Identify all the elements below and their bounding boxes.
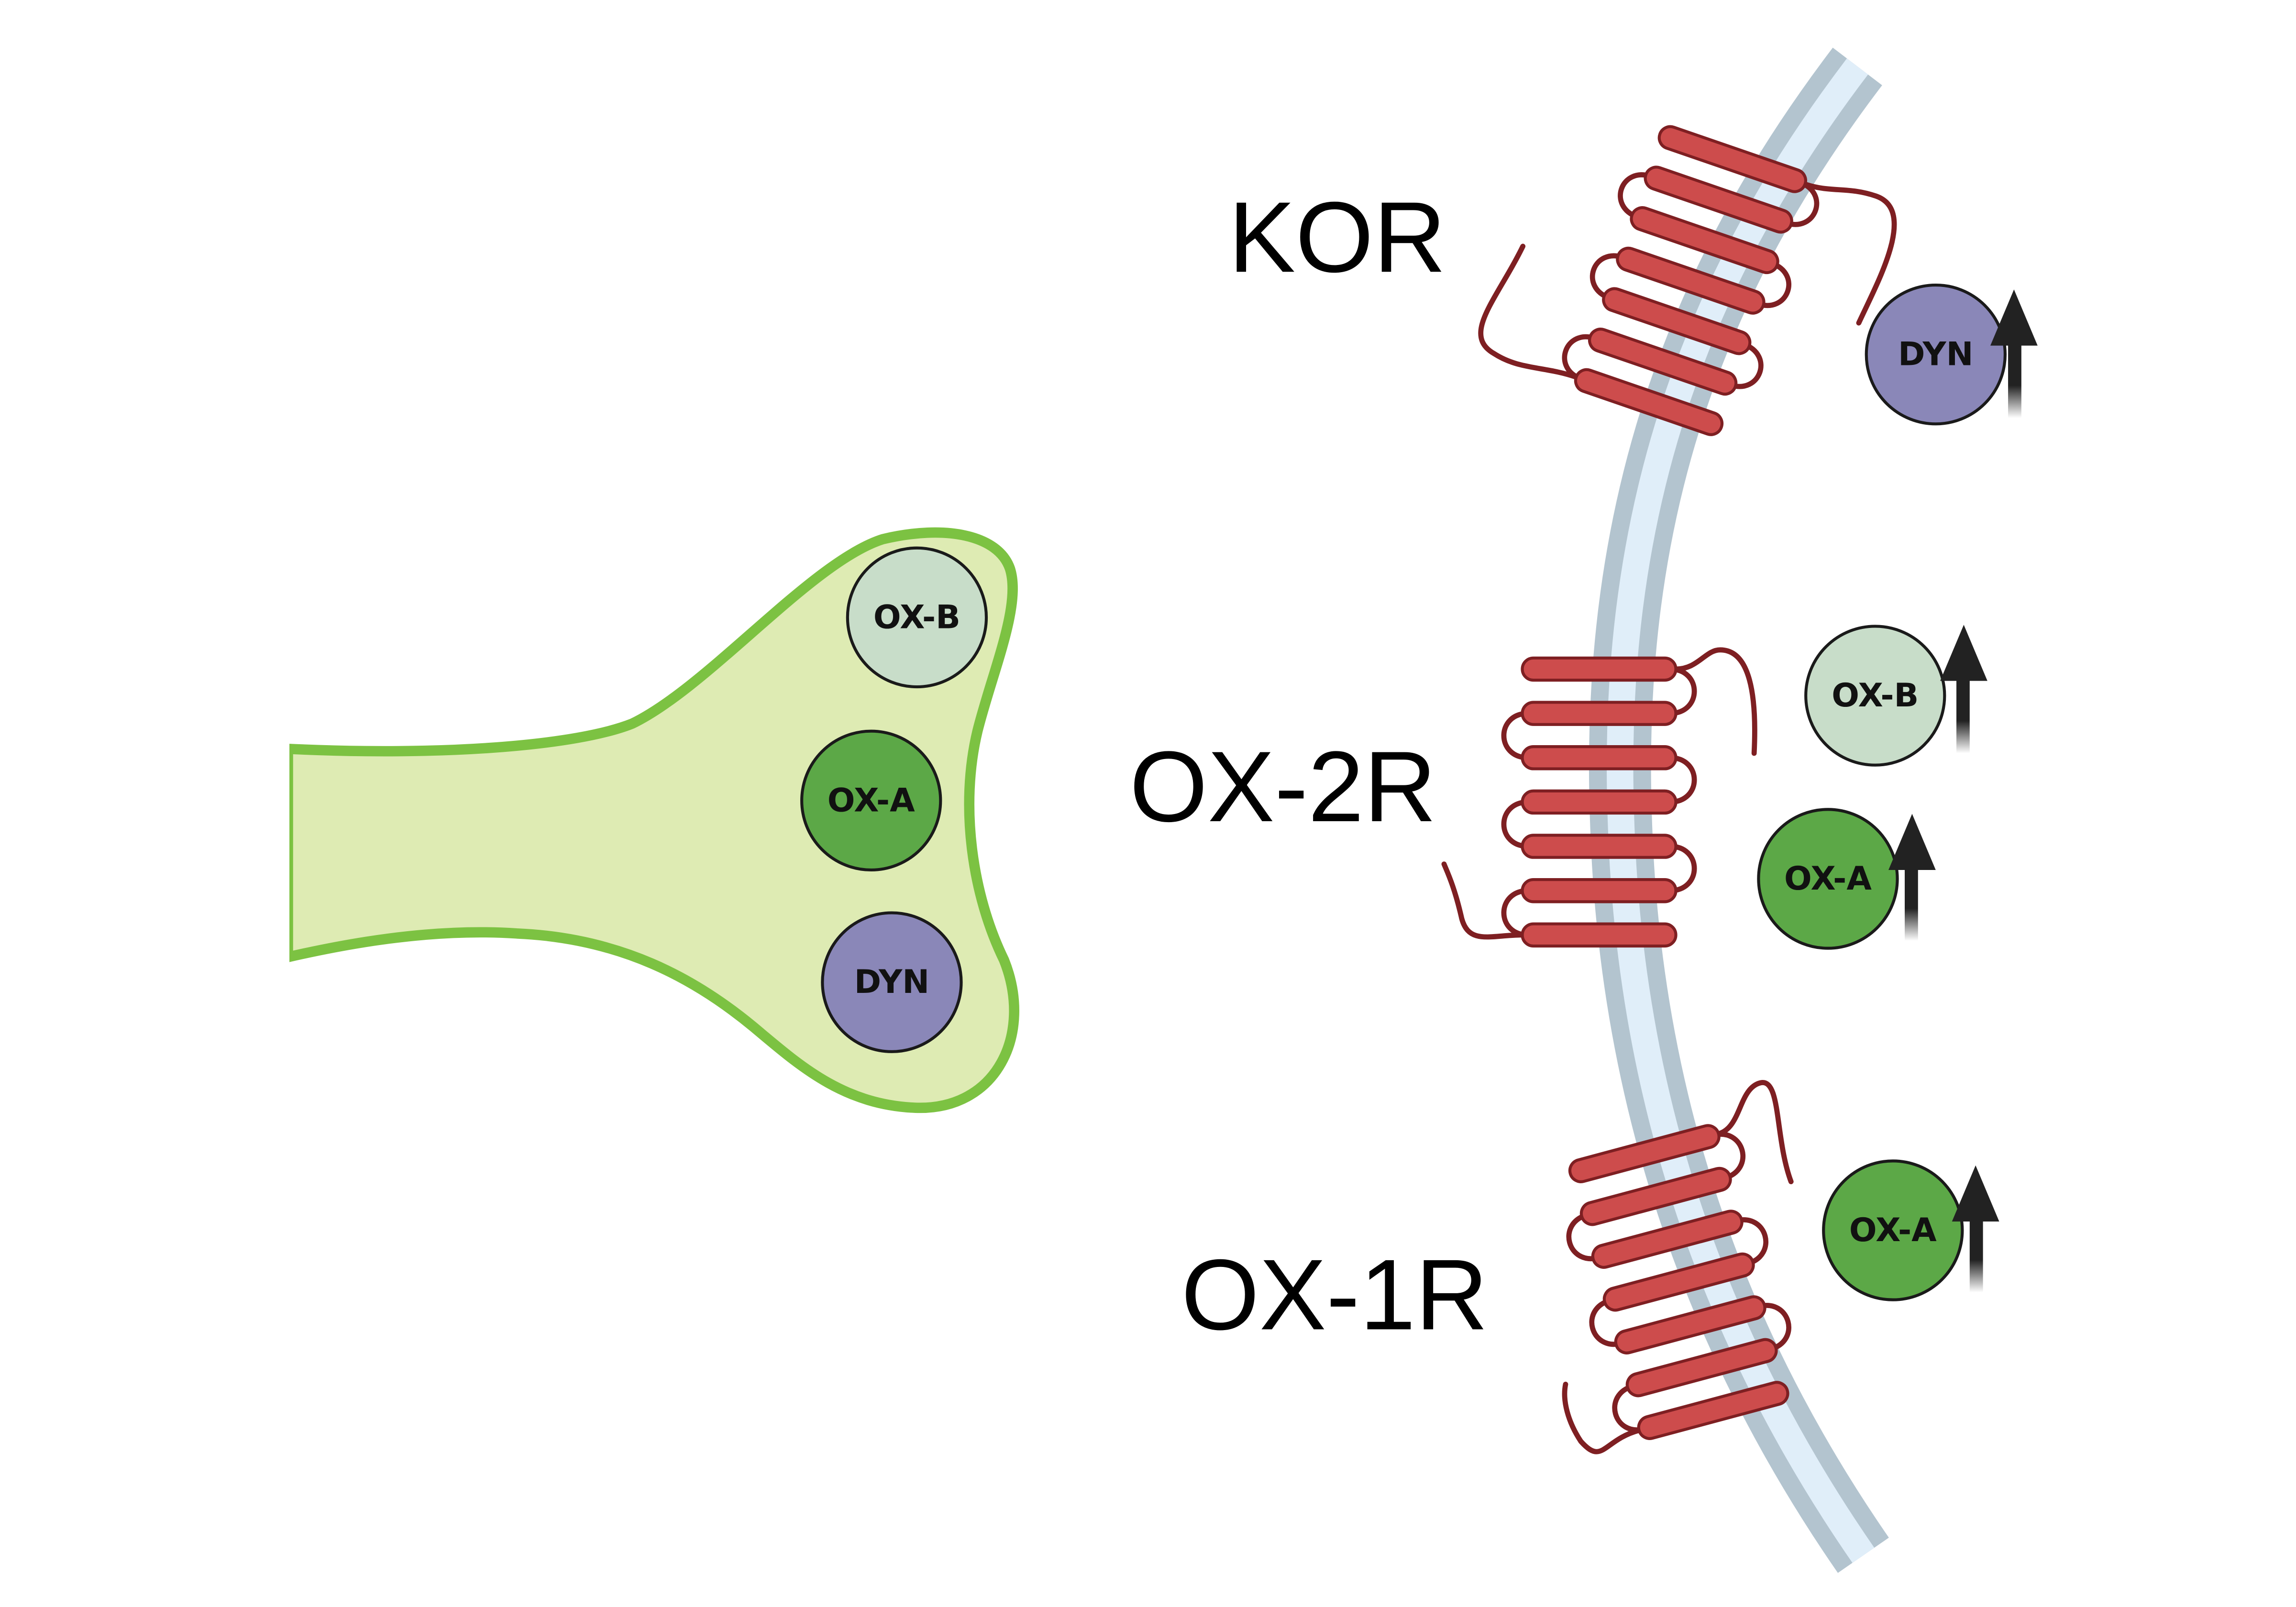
- vesicle-oxb-label: OX-B: [873, 598, 960, 636]
- receptor-loop: [1589, 1298, 1624, 1347]
- released-dyn: DYN: [1865, 283, 2038, 426]
- transmembrane-helix: [1521, 922, 1678, 948]
- released-oxa-ox1r: OX-A: [1822, 1159, 1999, 1301]
- released-oxb: OX-B: [1804, 625, 1987, 767]
- vesicle-dyn-label: DYN: [854, 963, 929, 1001]
- transmembrane-helix: [1521, 789, 1678, 815]
- vesicle-oxa-label: OX-A: [828, 781, 915, 819]
- ox1r-label: OX-1R: [1181, 1239, 1488, 1351]
- transmembrane-helix: [1614, 1295, 1766, 1354]
- transmembrane-helix: [1602, 287, 1752, 355]
- transmembrane-helix: [1625, 1338, 1778, 1398]
- ox2r-label: OX-2R: [1129, 731, 1436, 843]
- transmembrane-helix: [1602, 1252, 1755, 1312]
- transmembrane-helix: [1588, 328, 1738, 396]
- vesicle-dyn: DYN: [821, 911, 963, 1053]
- transmembrane-helix: [1657, 125, 1807, 193]
- transmembrane-helix: [1616, 246, 1766, 315]
- up-arrow-icon: [1888, 814, 1936, 941]
- transmembrane-helix: [1579, 1167, 1732, 1226]
- transmembrane-helix: [1574, 368, 1724, 436]
- released-oxa-ox1r-label: OX-A: [1849, 1211, 1937, 1249]
- receptor-tail: [1673, 647, 1757, 756]
- receptor-loop: [1590, 253, 1626, 301]
- vesicle-oxb: OX-B: [846, 546, 988, 689]
- receptor-tail: [1802, 181, 1897, 326]
- receptor-loop: [1501, 799, 1531, 849]
- receptor-loop: [1566, 1212, 1602, 1261]
- transmembrane-helix: [1521, 745, 1678, 770]
- axon-cut-edge: [279, 738, 290, 968]
- receptor-tail: [1716, 1080, 1794, 1185]
- transmembrane-helix: [1521, 834, 1678, 859]
- transmembrane-helix: [1521, 656, 1678, 682]
- released-oxb-label: OX-B: [1832, 677, 1919, 715]
- receptor-loop: [1618, 172, 1655, 220]
- transmembrane-helix: [1568, 1124, 1721, 1183]
- released-dyn-label: DYN: [1898, 336, 1973, 374]
- vesicle-oxa: OX-A: [800, 729, 942, 872]
- receptor-tail: [1441, 861, 1525, 940]
- transmembrane-helix: [1630, 206, 1779, 275]
- released-oxa-ox2r: OX-A: [1757, 808, 1936, 950]
- transmembrane-helix: [1644, 165, 1793, 234]
- receptor-loop: [1727, 341, 1764, 389]
- ox1r-receptor: [1562, 1080, 1794, 1454]
- kor-label: KOR: [1228, 181, 1446, 293]
- up-arrow-icon: [1952, 1165, 1999, 1293]
- receptor-loop: [1501, 711, 1531, 760]
- up-arrow-icon: [1940, 625, 1987, 753]
- receptor-loop: [1755, 260, 1791, 308]
- receptor-loop: [1733, 1217, 1768, 1266]
- transmembrane-helix: [1521, 878, 1678, 903]
- transmembrane-helix: [1637, 1381, 1789, 1440]
- released-oxa-ox2r-label: OX-A: [1784, 860, 1872, 898]
- receptor-tail: [1562, 1381, 1642, 1454]
- receptor-loop: [1756, 1303, 1791, 1352]
- transmembrane-helix: [1591, 1210, 1744, 1269]
- receptor-loop: [1667, 755, 1697, 805]
- up-arrow-icon: [1990, 289, 2038, 418]
- receptor-loop: [1667, 844, 1697, 893]
- kor-receptor: [1478, 125, 1897, 436]
- receptor-tail: [1478, 243, 1579, 380]
- ox2r-receptor: [1441, 647, 1757, 948]
- transmembrane-helix: [1521, 701, 1678, 726]
